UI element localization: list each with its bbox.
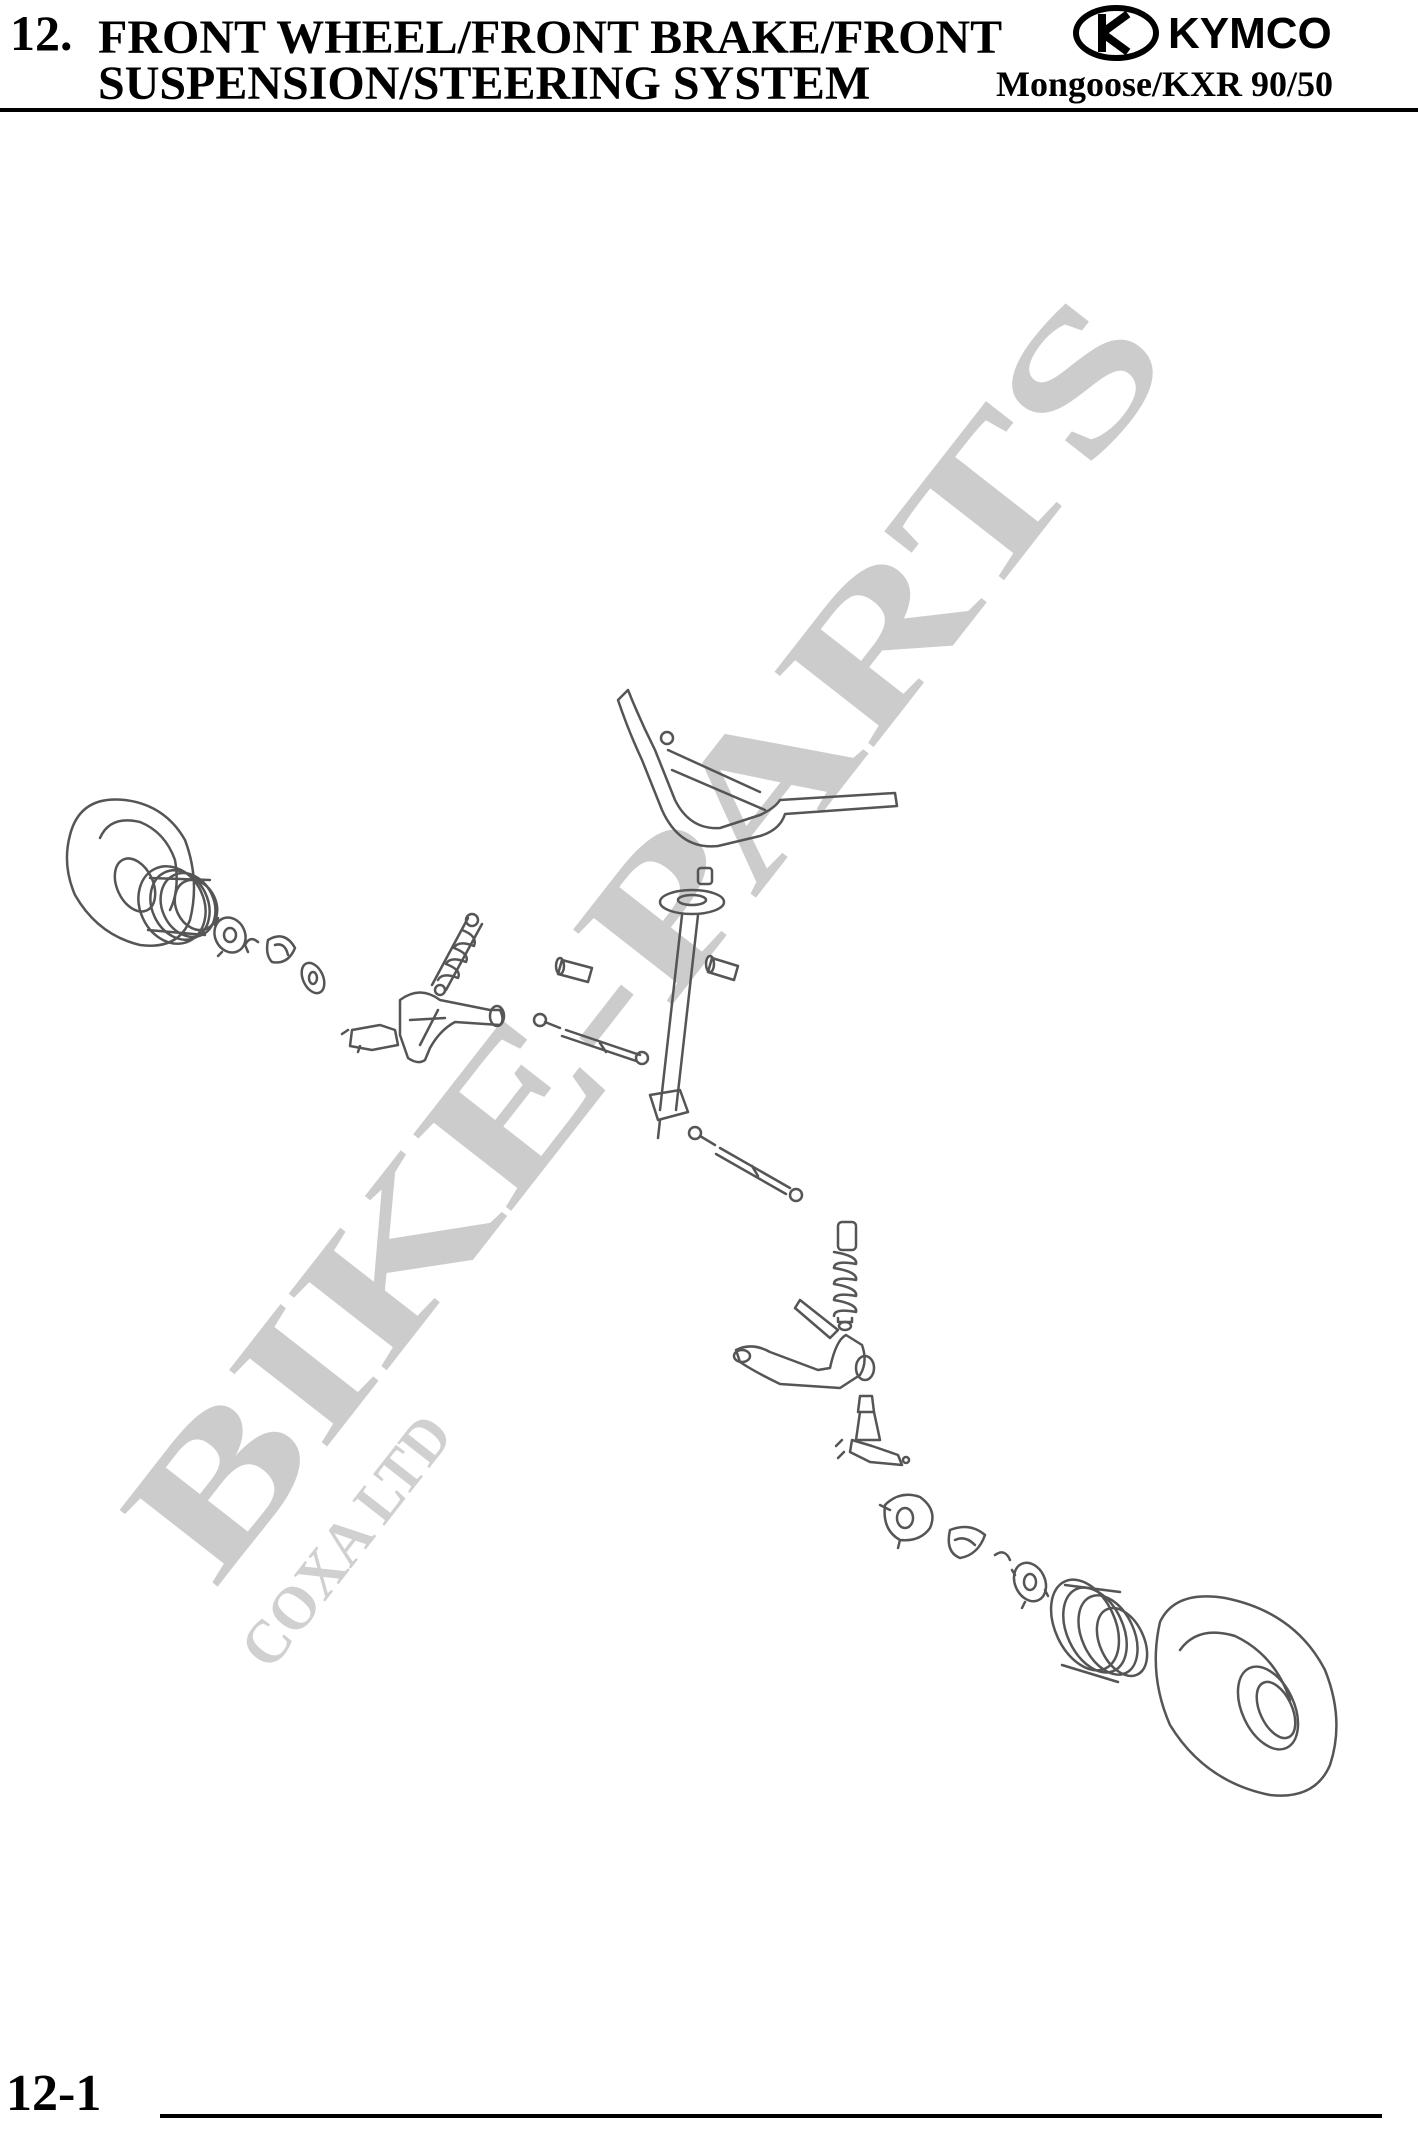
steering-bushings xyxy=(554,954,740,984)
model-name: Mongoose/KXR 90/50 xyxy=(996,64,1333,104)
brake-parts-upper-left xyxy=(243,935,326,995)
steering-knuckle-upper xyxy=(340,1023,400,1054)
a-arm-lower xyxy=(732,1298,876,1390)
exploded-view-drawing: BIKE-PARTS COXA LTD xyxy=(65,257,1338,1797)
steering-knuckle-lower xyxy=(834,1394,911,1467)
hub-lower-right xyxy=(1010,1561,1050,1610)
watermark-main-text: BIKE-PARTS xyxy=(83,257,1209,1616)
kymco-logo-wordmark: KYMCO xyxy=(1168,9,1332,58)
hub-upper-left xyxy=(213,916,250,958)
chapter-number: 12. xyxy=(10,5,73,61)
page-number: 12-1 xyxy=(6,2065,102,2122)
shock-absorber-upper xyxy=(430,912,484,997)
shock-absorber-lower xyxy=(832,1220,858,1332)
chapter-title-line1: FRONT WHEEL/FRONT BRAKE/FRONT xyxy=(98,11,1003,64)
tire-lower-right xyxy=(1154,1595,1338,1797)
chapter-title-line2: SUSPENSION/STEERING SYSTEM xyxy=(98,57,871,110)
brake-parts-lower-right xyxy=(878,1493,1012,1562)
header-rule xyxy=(0,108,1418,112)
handlebar xyxy=(616,688,899,848)
a-arm-upper xyxy=(398,991,506,1064)
kymco-logo-oval xyxy=(1073,5,1159,61)
wheel-rim-upper-left xyxy=(137,865,219,945)
tie-rod-right xyxy=(687,1125,804,1203)
watermark: BIKE-PARTS COXA LTD xyxy=(83,257,1209,1680)
tire-upper-left xyxy=(65,798,196,947)
footer-rule xyxy=(160,2114,1382,2118)
page-header: 12. FRONT WHEEL/FRONT BRAKE/FRONT SUSPEN… xyxy=(0,0,1418,120)
kymco-logo-k-mark xyxy=(1098,10,1131,56)
kymco-logo: KYMCO xyxy=(1073,5,1332,61)
tie-rod-left xyxy=(532,1012,650,1066)
wheel-rim-lower-right xyxy=(1049,1578,1149,1684)
steering-column xyxy=(648,866,726,1140)
